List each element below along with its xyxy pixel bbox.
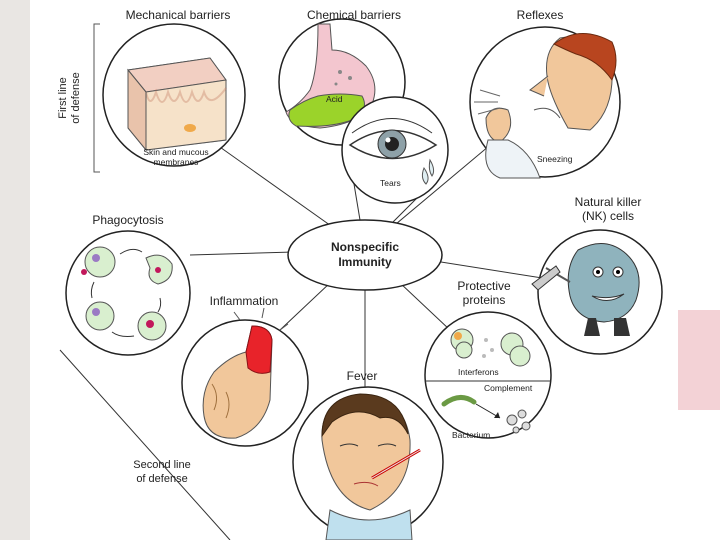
first-line-label-1: First line [57,77,69,119]
inflammation-node: Inflammation [181,294,309,447]
second-line-label-1: Second line [133,459,191,471]
phagocyte-cycle-icon [81,246,173,341]
bacterium-label: Bacterium [452,430,490,440]
fever-node: Fever [292,369,444,540]
protective-title-2: proteins [463,293,506,307]
center-title-2: Immunity [338,255,392,269]
inflamed-finger-icon [202,307,289,439]
interferons-label: Interferons [458,367,499,377]
protein-cells-icon [441,328,531,434]
mechanical-caption-2: membranes [154,157,199,167]
phagocytosis-node: Phagocytosis [65,213,191,356]
chemical-node: Chemical barriers Acid Tears [278,8,449,204]
page-shadow [0,0,30,540]
center-title-1: Nonspecific [331,240,399,254]
feverish-face-icon [321,393,421,540]
stomach-icon: Acid [285,23,376,129]
fever-title: Fever [347,369,378,383]
first-line-bracket: First line of defense [57,23,100,173]
mechanical-caption-1: Skin and mucous [143,147,208,157]
reflexes-caption: Sneezing [537,154,573,164]
protective-title-1: Protective [457,279,511,293]
nk-cell-icon [531,243,640,336]
acid-label: Acid [326,94,343,104]
second-line-label-2: of defense [136,473,187,485]
skin-block-icon [127,57,227,152]
first-line-label-2: of defense [70,72,82,123]
reflexes-node: Reflexes Sneezing [469,8,621,179]
center-node: Nonspecific Immunity [287,219,443,291]
nk-node: Natural killer (NK) cells [531,195,663,355]
tears-label: Tears [380,178,401,188]
mechanical-title: Mechanical barriers [126,8,231,22]
phagocytosis-title: Phagocytosis [92,213,163,227]
complement-label: Complement [484,383,533,393]
sneezing-person-icon [474,33,617,179]
chemical-title: Chemical barriers [307,8,401,22]
nk-title-2: (NK) cells [582,209,634,223]
nk-title-1: Natural killer [575,195,642,209]
mechanical-node: Mechanical barriers Skin and mucous memb… [102,8,246,167]
inflammation-title: Inflammation [210,294,279,308]
reflexes-title: Reflexes [517,8,564,22]
eye-icon [348,118,438,185]
page-tab [678,310,720,410]
protective-node: Protective proteins Interferons Compleme… [424,279,552,440]
